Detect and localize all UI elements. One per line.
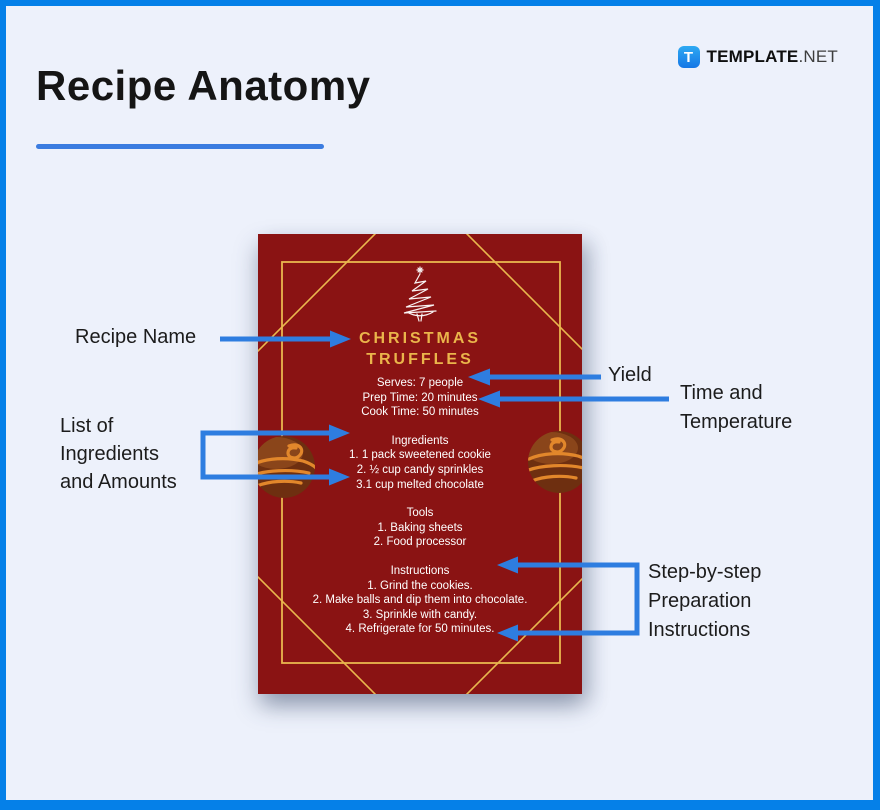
label-line: Temperature [680,411,793,433]
title-underline [36,144,324,149]
truffle-right-illustration [528,431,582,493]
section-item: 1. Grind the cookies. [367,579,473,592]
card-title-line: CHRISTMAS [358,330,482,347]
card-meta-line: Cook Time: 50 minutes [361,406,479,419]
recipe-card: CHRISTMAS TRUFFLES Serves: 7 people Prep… [258,234,582,694]
section-item: 2. ½ cup candy sprinkles [356,463,484,476]
label-list-ingredients: List of Ingredients and Amounts [60,412,177,496]
section-item: 3.1 cup melted chocolate [356,478,484,491]
label-line: Instructions [648,619,751,641]
card-content: CHRISTMAS TRUFFLES Serves: 7 people Prep… [300,328,540,637]
section-item: 2. Make balls and dip them into chocolat… [312,594,528,607]
label-line: and Amounts [60,471,177,493]
tools-section: Tools 1. Baking sheets 2. Food processor [300,506,540,550]
logo-suffix: .NET [798,47,838,66]
section-item: 1. 1 pack sweetened cookie [349,449,491,462]
label-line: Step-by-step [648,561,762,583]
section-heading: Instructions [390,564,450,577]
card-meta-line: Serves: 7 people [376,377,464,389]
label-line: Time and [680,382,763,404]
section-item: 1. Baking sheets [377,521,463,534]
label-yield: Yield [608,364,652,387]
label-recipe-name: Recipe Name [75,326,196,349]
time-temperature-arrow [478,390,669,408]
section-item: 3. Sprinkle with candy. [362,608,478,621]
christmas-tree-icon [403,266,437,322]
ingredients-section: Ingredients 1. 1 pack sweetened cookie 2… [300,434,540,492]
label-line: Preparation [648,590,752,612]
label-yield-text: Yield [608,364,652,386]
ingredients-bracket-arrow [200,424,350,486]
section-item: 2. Food processor [373,536,467,549]
section-item: 4. Refrigerate for 50 minutes. [345,623,495,636]
truffle-left-illustration [258,436,315,498]
logo-brand: TEMPLATE [706,47,799,66]
label-time-temperature: Time and Temperature [680,379,792,437]
yield-arrow [468,368,601,386]
template-logo-icon: T [677,46,700,68]
steps-bracket-arrow [497,556,640,642]
section-heading: Ingredients [391,434,449,447]
recipe-name-arrow [220,330,351,348]
label-step-by-step: Step-by-step Preparation Instructions [648,558,761,645]
template-logo-text: TEMPLATE.NET [707,47,838,67]
section-heading: Tools [406,507,434,520]
card-title-line: TRUFFLES [366,351,474,368]
label-recipe-name-text: Recipe Name [75,326,197,348]
card-meta: Serves: 7 people Prep Time: 20 minutes C… [300,376,540,420]
instructions-section: Instructions 1. Grind the cookies. 2. Ma… [300,564,540,637]
template-logo: T TEMPLATE.NET [677,46,838,68]
card-title: CHRISTMAS TRUFFLES [300,328,540,370]
label-line: List of [60,415,114,437]
card-meta-line: Prep Time: 20 minutes [362,391,478,404]
label-line: Ingredients [60,443,159,465]
page-title: Recipe Anatomy [36,62,371,109]
